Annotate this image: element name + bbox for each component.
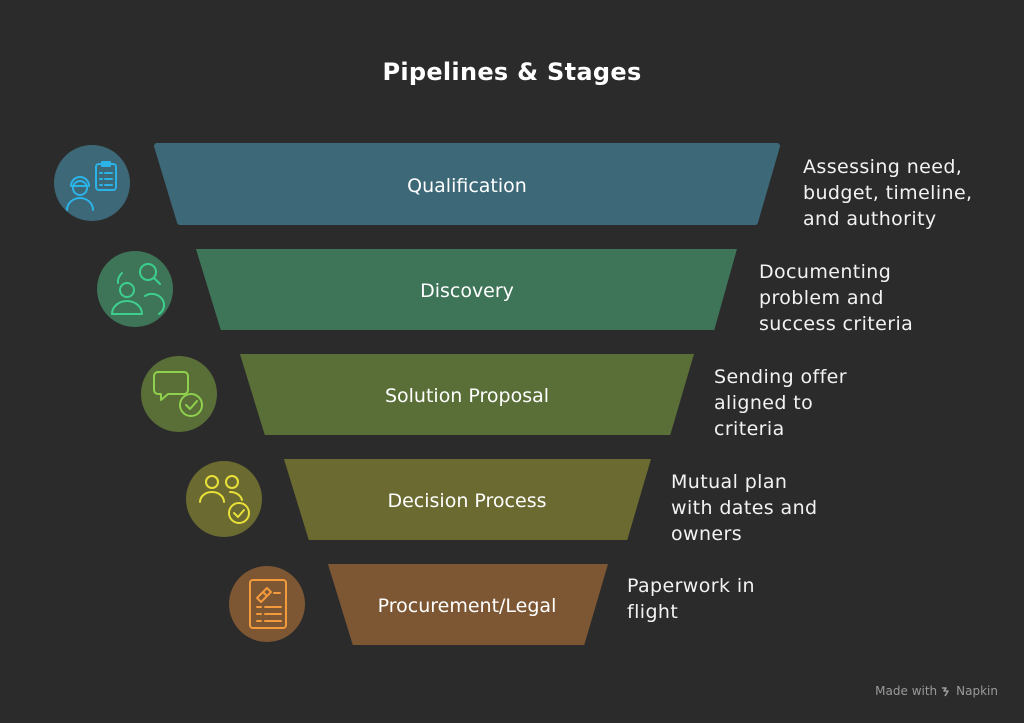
diagram-title: Pipelines & Stages: [382, 58, 642, 86]
made-with-label: Made with: [875, 684, 938, 698]
stage-procurement-legal: Procurement/Legal: [229, 564, 609, 645]
funnel-band-procurement-legal: [327, 564, 609, 645]
napkin-watermark: Made with Napkin: [875, 684, 998, 698]
description-line: and authority: [803, 208, 937, 230]
description-line: with dates and: [671, 497, 818, 519]
description-line: Assessing need,: [803, 156, 963, 178]
stage-discovery: Discovery: [97, 249, 737, 330]
stage-label-procurement-legal: Procurement/Legal: [378, 595, 557, 617]
napkin-brand-label: Napkin: [956, 684, 998, 698]
engineer-clipboard-icon: [66, 161, 117, 211]
description-line: problem and: [759, 287, 884, 309]
description-line: owners: [671, 523, 743, 545]
stage-label-qualification: Qualification: [407, 175, 527, 197]
funnel-band-decision-process: [283, 459, 652, 540]
users-check-icon: [199, 475, 250, 524]
funnel-band-solution-proposal: [239, 354, 695, 435]
funnel-band-qualification: [154, 143, 780, 225]
team-search-icon: [111, 263, 166, 315]
description-qualification: Assessing need, budget, timeline, and au…: [803, 154, 973, 232]
stage-icon-circle-procurement-legal: [229, 566, 305, 642]
description-solution-proposal: Sending offer aligned to criteria: [714, 364, 847, 442]
description-line: Paperwork in: [627, 575, 755, 597]
description-decision-process: Mutual plan with dates and owners: [671, 469, 817, 547]
stage-solution-proposal: Solution Proposal: [141, 354, 695, 435]
description-line: criteria: [714, 418, 785, 440]
description-line: aligned to: [714, 392, 814, 414]
description-line: Sending offer: [714, 366, 847, 388]
description-line: budget, timeline,: [803, 182, 973, 204]
stage-decision-process: Decision Process: [186, 459, 652, 540]
napkin-logo-icon: [942, 686, 949, 696]
description-line: success criteria: [759, 313, 914, 335]
stage-label-solution-proposal: Solution Proposal: [385, 385, 549, 407]
description-line: Mutual plan: [671, 471, 788, 493]
description-discovery: Documenting problem and success criteria: [759, 259, 913, 337]
stage-qualification: Qualification: [54, 143, 780, 225]
description-line: flight: [627, 601, 679, 623]
funnel-band-discovery: [195, 249, 737, 330]
stage-label-decision-process: Decision Process: [387, 490, 546, 512]
contract-document-icon: [249, 579, 287, 629]
description-line: Documenting: [759, 261, 892, 283]
description-procurement-legal: Paperwork in flight: [627, 573, 755, 625]
stage-icon-circle-discovery: [97, 251, 173, 327]
stage-label-discovery: Discovery: [420, 280, 514, 302]
chat-check-icon: [153, 371, 203, 417]
